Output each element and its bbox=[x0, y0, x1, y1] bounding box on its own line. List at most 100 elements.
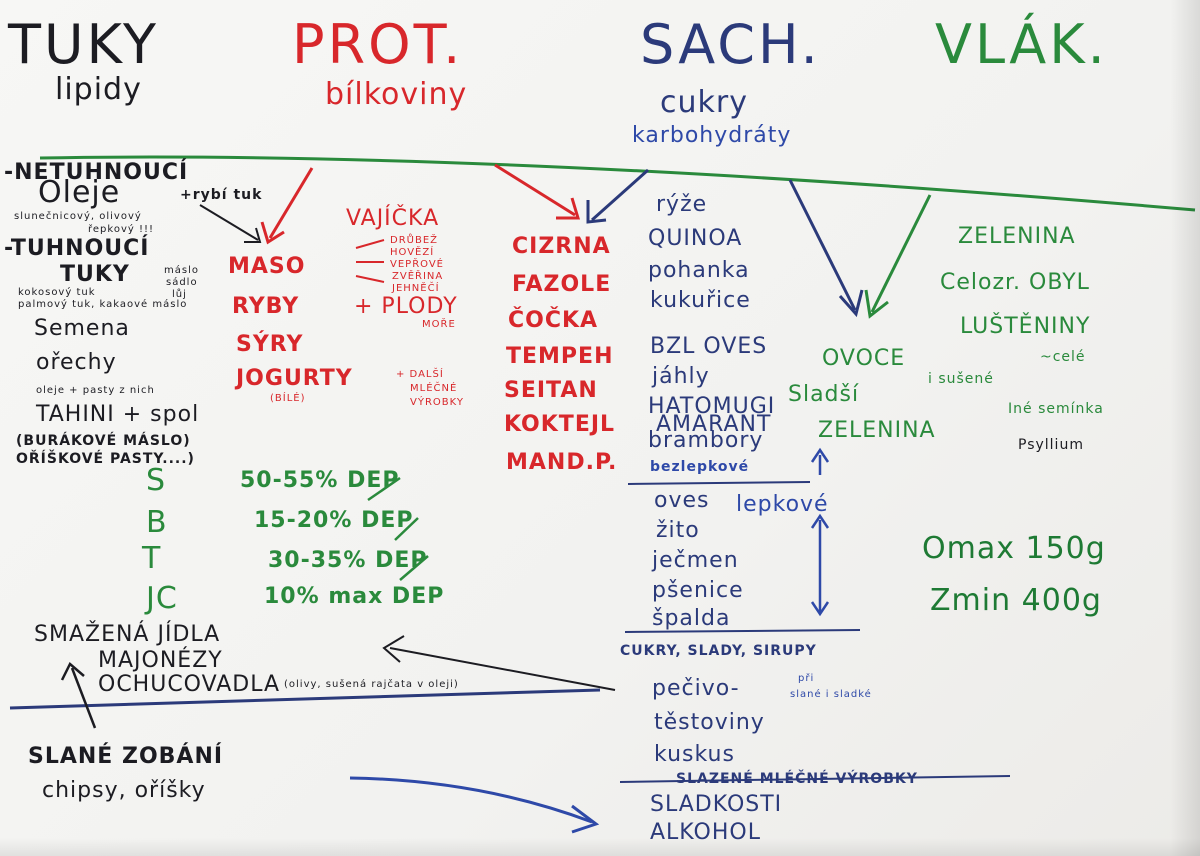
bottom-left-divider bbox=[9, 688, 601, 710]
lipidy-rybi-tuk: +rybí tuk bbox=[180, 187, 263, 203]
header-divider-line bbox=[39, 155, 1196, 212]
prot-syry: SÝRY bbox=[236, 332, 304, 357]
carb-g-1: oves bbox=[654, 488, 710, 513]
header-vlak: VLÁK. bbox=[935, 13, 1108, 76]
lipidy-slunecnicovy: slunečnicový, olivový bbox=[14, 211, 142, 222]
fiber-zelenina-2: ZELENINA bbox=[818, 418, 936, 443]
carb-kuskus: kuskus bbox=[654, 742, 735, 767]
carb-cukry: CUKRY, SLADY, SIRUPY bbox=[620, 643, 817, 659]
carb-testoviny: těstoviny bbox=[654, 710, 765, 735]
prot-dalsi-3: VÝROBKY bbox=[410, 397, 464, 408]
prot-maso-item-4: ZVĚŘINA bbox=[392, 271, 444, 282]
fiber-celozr: Celozr. OBYL bbox=[940, 270, 1090, 295]
ratio-value-jc: 10% max DEP bbox=[264, 584, 445, 609]
carb-pri: při bbox=[798, 673, 815, 684]
header-sach-sub: cukry bbox=[660, 85, 748, 120]
board-bottom-shade bbox=[0, 838, 1200, 856]
prot-maso-item-5: JEHNĚČÍ bbox=[392, 283, 440, 294]
carb-g-5: špalda bbox=[652, 606, 731, 631]
prot-vajicka: VAJÍČKA bbox=[346, 206, 440, 231]
ratio-value-t: 30-35% DEP bbox=[268, 548, 428, 573]
bl-slane: SLANÉ ZOBÁNÍ bbox=[28, 744, 224, 769]
fiber-sladsi: Sladší bbox=[788, 382, 860, 407]
prot-maso-item-1: DRŮBEŽ bbox=[390, 235, 438, 246]
arrow-pecivo-to-ochucovadla bbox=[389, 647, 616, 691]
prot-maso-item-3: VEPŘOVÉ bbox=[390, 259, 444, 270]
lipidy-oleje-pasty: oleje + pasty z nich bbox=[36, 385, 155, 396]
carb-gf-2: QUINOA bbox=[648, 226, 743, 251]
header-prot: PROT. bbox=[292, 13, 464, 76]
fiber-ine-seminka: Iné semínka bbox=[1008, 401, 1104, 417]
lipidy-luj: lůj bbox=[172, 289, 187, 300]
carb-gf-4: kukuřice bbox=[650, 288, 751, 313]
prot-plant-5: SEITAN bbox=[504, 378, 598, 403]
lipidy-tahini: TAHINI + spol bbox=[36, 402, 200, 427]
carb-slazene: SLAZENÉ MLÉČNÉ VÝROBKY bbox=[676, 771, 918, 787]
header-prot-sub: bílkoviny bbox=[325, 77, 468, 112]
carb-jahly: jáhly bbox=[652, 364, 710, 389]
lipidy-tuhnouci: -TUHNOUCÍ bbox=[4, 236, 150, 261]
lipidy-palmovy: palmový tuk, kakaové máslo bbox=[18, 299, 188, 310]
arrow-sach-to-cizrna bbox=[591, 168, 649, 222]
lipidy-netuhnouci: -NETUHNOUCÍ bbox=[4, 160, 189, 185]
arrow-sach-to-ovoce bbox=[788, 179, 857, 311]
arrow-vlak-to-ovoce bbox=[870, 194, 932, 313]
carb-slane-sladke: slané i sladké bbox=[790, 689, 872, 700]
carb-bezlepkove: bezlepkové bbox=[650, 459, 750, 475]
prot-jogurty: JOGURTY bbox=[236, 366, 353, 391]
fiber-cele: ~celé bbox=[1040, 349, 1086, 365]
carb-alkohol: ALKOHOL bbox=[650, 820, 761, 845]
arrow-chipsy-to-sladkosti bbox=[349, 776, 593, 824]
bl-smazena: SMAŽENÁ JÍDLA bbox=[34, 622, 221, 647]
lipidy-tuky: TUKY bbox=[60, 262, 130, 287]
fiber-zelenina: ZELENINA bbox=[958, 224, 1076, 249]
fiber-lusteniny: LUŠTĚNINY bbox=[960, 314, 1091, 339]
header-sach: SACH. bbox=[640, 13, 821, 76]
prot-plant-1: CIZRNA bbox=[512, 234, 611, 259]
fiber-ovoce: OVOCE bbox=[822, 346, 906, 371]
carb-g-3: ječmen bbox=[652, 548, 739, 573]
carb-brambory: brambory bbox=[648, 428, 764, 453]
header-sach-sub2: karbohydráty bbox=[632, 123, 792, 148]
prot-plant-2: FAZOLE bbox=[512, 272, 612, 297]
ratio-label-b: B bbox=[146, 505, 168, 540]
ratio-label-s: S bbox=[146, 463, 167, 498]
lipidy-oriskove: OŘÍŠKOVÉ PASTY....) bbox=[16, 451, 195, 467]
fiber-omax: Omax 150g bbox=[922, 531, 1106, 566]
lipidy-burakove: (BURÁKOVÉ MÁSLO) bbox=[16, 433, 191, 449]
ratio-label-jc: JC bbox=[146, 581, 178, 616]
carb-sladkosti: SLADKOSTI bbox=[650, 792, 783, 817]
bl-chipsy: chipsy, oříšky bbox=[42, 778, 206, 803]
prot-bile: (BÍLÉ) bbox=[270, 393, 306, 404]
carb-lepkove: lepkové bbox=[736, 492, 829, 517]
carb-bzl-oves: BZL OVES bbox=[650, 334, 768, 359]
lipidy-sadlo: sádlo bbox=[166, 277, 198, 288]
prot-maso-item-2: HOVĚZÍ bbox=[390, 247, 435, 258]
arrow-prot-to-cizrna bbox=[494, 163, 576, 217]
lipidy-oleje: Oleje bbox=[38, 175, 121, 210]
fiber-zmin: Zmin 400g bbox=[930, 583, 1102, 618]
ratio-label-t: T bbox=[142, 541, 162, 576]
prot-dalsi-2: MLÉČNÉ bbox=[410, 383, 458, 394]
carb-amarant: AMARANT bbox=[656, 412, 772, 437]
bl-olivy-note: (olivy, sušená rajčata v oleji) bbox=[284, 679, 459, 690]
carb-g-4: pšenice bbox=[652, 578, 744, 603]
carb-gf-1: rýže bbox=[656, 192, 708, 217]
ratio-value-s: 50-55% DEP bbox=[240, 468, 400, 493]
prot-maso: MASO bbox=[228, 254, 306, 279]
board-edge-shadow bbox=[1170, 0, 1200, 856]
lipidy-repkovy: řepkový !!! bbox=[88, 224, 154, 235]
lipidy-kokosovy: kokosový tuk bbox=[18, 287, 96, 298]
header-tuky: TUKY bbox=[8, 13, 159, 76]
carb-gf-3: pohanka bbox=[648, 258, 750, 283]
carb-pecivo: pečivo- bbox=[652, 676, 740, 701]
prot-plant-6: KOKTEJL bbox=[504, 412, 616, 437]
carb-g-2: žito bbox=[656, 518, 700, 543]
prot-ryby: RYBY bbox=[232, 294, 300, 319]
fiber-psyllium: Psyllium bbox=[1018, 437, 1084, 453]
arrow-slane-up bbox=[70, 667, 97, 729]
arrow-prot-to-maso bbox=[268, 167, 314, 239]
lipidy-semena: Semena bbox=[34, 316, 130, 341]
prot-dalsi-1: + DALŠÍ bbox=[396, 369, 444, 380]
